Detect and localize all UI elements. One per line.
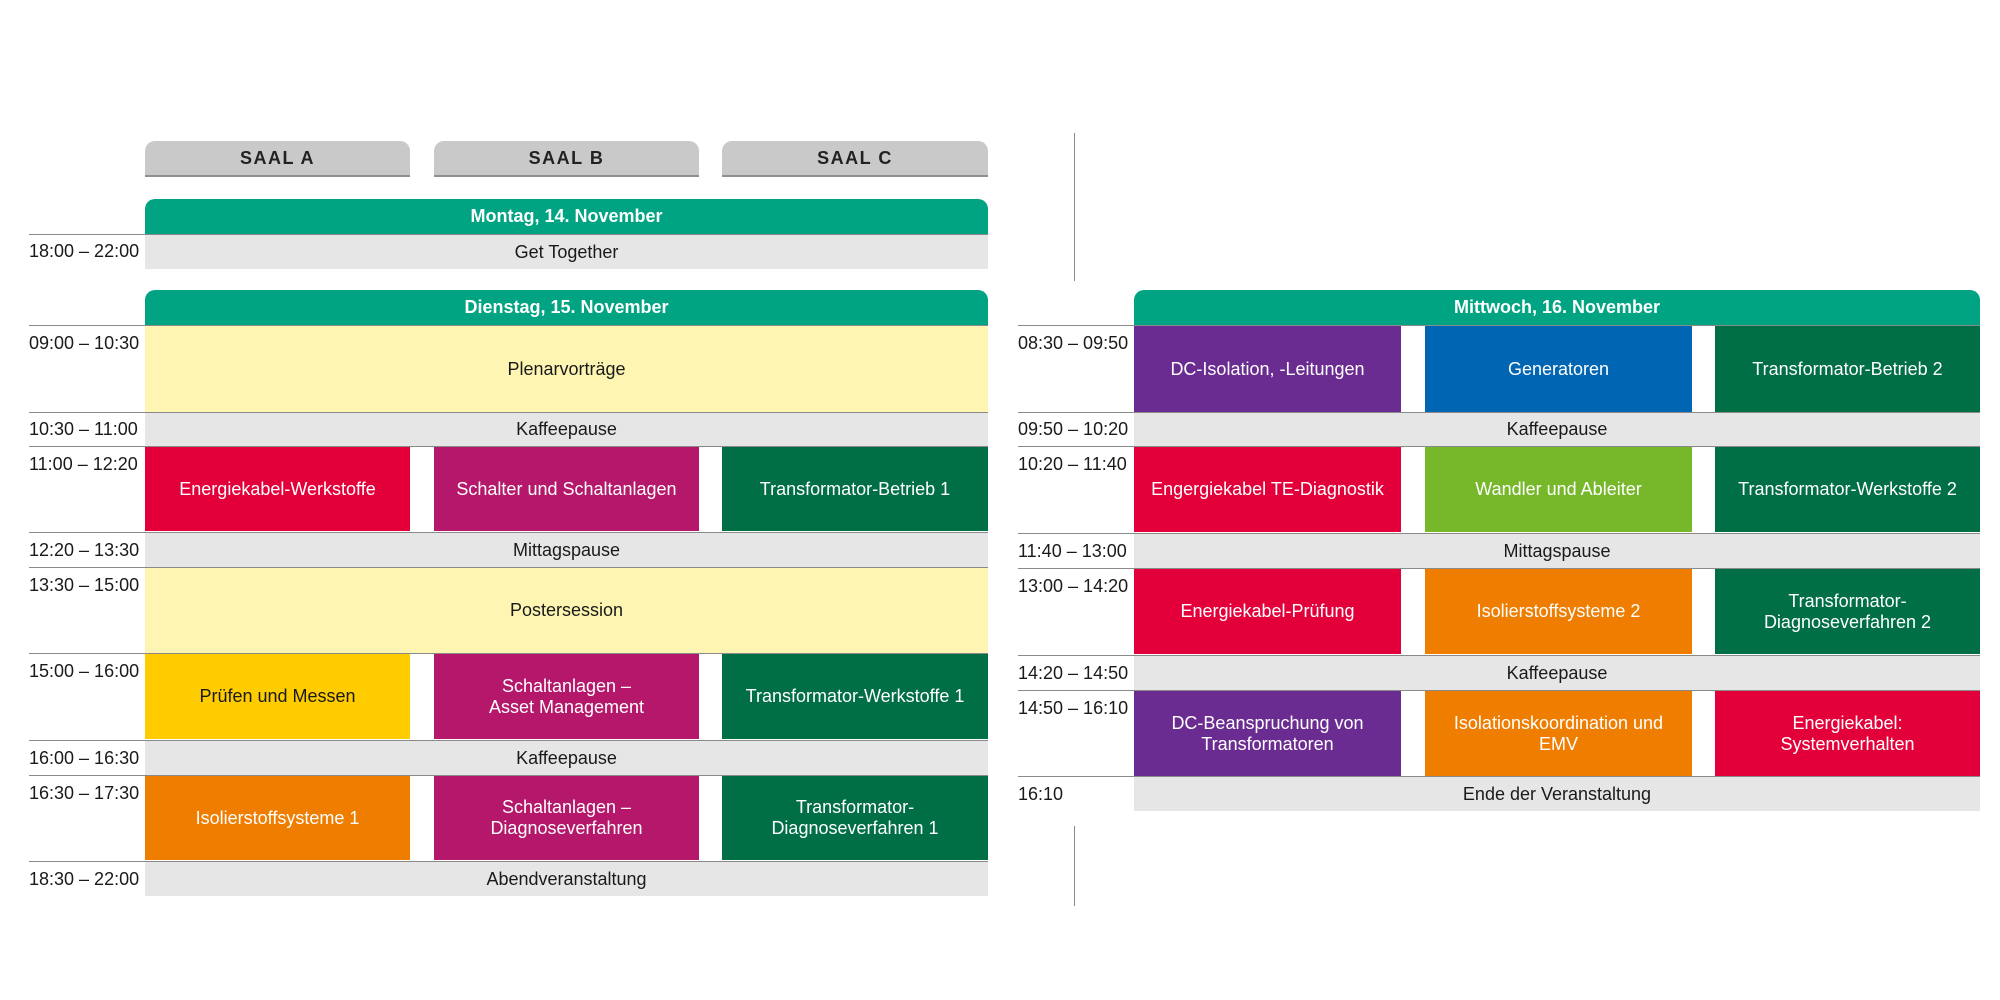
time-label: 16:00 – 16:30 [29,748,140,768]
event-mittagspause: Mittagspause [1134,534,1980,568]
time-label: 13:00 – 14:20 [1018,576,1129,596]
session-schalter-und-schaltanlagen: Schalter und Schaltanlagen [434,447,699,531]
row-line [29,325,988,326]
event-kaffeepause: Kaffeepause [1134,656,1980,690]
day-header-tuesday: Dienstag, 15. November [145,290,988,325]
time-label: 16:30 – 17:30 [29,783,140,803]
session-transformator-betrieb-1: Transformator-Betrieb 1 [722,447,988,531]
row-line [29,567,988,568]
row-line [1018,533,1980,534]
time-label: 08:30 – 09:50 [1018,333,1129,353]
session-isolationskoordination-und-emv: Isolationskoordination und EMV [1425,691,1692,776]
time-label: 11:40 – 13:00 [1018,541,1127,561]
row-line [1018,568,1980,569]
event-get-together: Get Together [145,235,988,269]
room-header-saal-a: SAAL A [145,141,410,177]
session-dc-beanspruchung-von-transformatoren: DC-Beanspruchung von Transformatoren [1134,691,1401,776]
event-kaffeepause: Kaffeepause [1134,413,1980,446]
time-label: 16:10 [1018,784,1064,804]
event-postersession: Postersession [145,568,988,653]
time-label: 12:20 – 13:30 [29,540,140,560]
time-label: 18:30 – 22:00 [29,869,140,889]
column-divider-bottom [1074,826,1075,906]
day-header-wednesday: Mittwoch, 16. November [1134,290,1980,325]
day-header-monday: Montag, 14. November [145,199,988,234]
session-energiekabel-systemverhalten: Energiekabel: Systemverhalten [1715,691,1980,776]
session-pruefen-und-messen: Prüfen und Messen [145,654,410,739]
row-line [29,412,988,413]
event-mittagspause: Mittagspause [145,533,988,567]
row-line [1018,412,1980,413]
session-transformator-diagnoseverfahren-1: Transformator- Diagnoseverfahren 1 [722,776,988,860]
row-line [29,446,988,447]
row-line [1018,690,1980,691]
row-line [29,532,988,533]
session-generatoren: Generatoren [1425,326,1692,412]
time-label: 09:50 – 10:20 [1018,419,1129,439]
event-kaffeepause: Kaffeepause [145,413,988,446]
time-label: 11:00 – 12:20 [29,454,138,474]
row-line [1018,446,1980,447]
column-divider-top [1074,133,1075,281]
time-label: 14:50 – 16:10 [1018,698,1129,718]
time-label: 10:20 – 11:40 [1018,454,1127,474]
row-line [29,775,988,776]
row-line [29,861,988,862]
session-energiekabel-werkstoffe: Energiekabel-Werkstoffe [145,447,410,531]
time-label: 09:00 – 10:30 [29,333,140,353]
session-schaltanlagen-asset-management: Schaltanlagen – Asset Management [434,654,699,739]
event-kaffeepause: Kaffeepause [145,741,988,775]
row-line [29,234,988,235]
session-energiekabel-pruefung: Energiekabel-Prüfung [1134,569,1401,654]
room-header-saal-b: SAAL B [434,141,699,177]
row-line [1018,776,1980,777]
event-ende-der-veranstaltung: Ende der Veranstaltung [1134,777,1980,811]
session-energiekabel-te-diagnostik: Engergiekabel TE-Diagnostik [1134,447,1401,532]
room-header-saal-c: SAAL C [722,141,988,177]
session-schaltanlagen-diagnoseverfahren: Schaltanlagen – Diagnoseverfahren [434,776,699,860]
session-dc-isolation-leitungen: DC-Isolation, -Leitungen [1134,326,1401,412]
time-label: 15:00 – 16:00 [29,661,140,681]
session-isolierstoffsysteme-2: Isolierstoffsysteme 2 [1425,569,1692,654]
row-line [1018,655,1980,656]
event-abendveranstaltung: Abendveranstaltung [145,862,988,896]
row-line [29,740,988,741]
session-transformator-werkstoffe-2: Transformator-Werkstoffe 2 [1715,447,1980,532]
session-isolierstoffsysteme-1: Isolierstoffsysteme 1 [145,776,410,860]
time-label: 10:30 – 11:00 [29,419,138,439]
time-label: 13:30 – 15:00 [29,575,140,595]
session-transformator-diagnoseverfahren-2: Transformator- Diagnoseverfahren 2 [1715,569,1980,654]
event-plenarvortraege: Plenarvorträge [145,326,988,412]
row-line [1018,325,1980,326]
row-line [29,653,988,654]
session-transformator-werkstoffe-1: Transformator-Werkstoffe 1 [722,654,988,739]
time-label: 18:00 – 22:00 [29,241,140,261]
session-transformator-betrieb-2: Transformator-Betrieb 2 [1715,326,1980,412]
session-wandler-und-ableiter: Wandler und Ableiter [1425,447,1692,532]
time-label: 14:20 – 14:50 [1018,663,1129,683]
